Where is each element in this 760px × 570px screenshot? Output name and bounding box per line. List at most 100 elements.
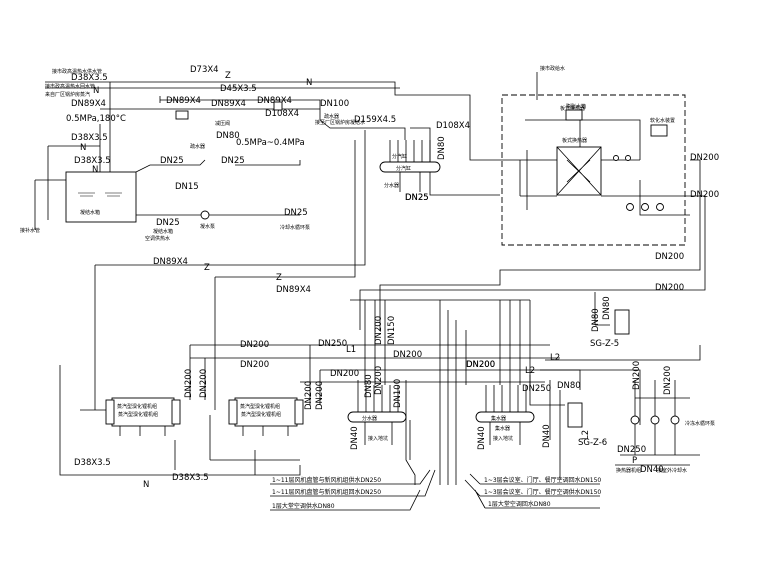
bottom-line-5: 1~3层会议室、门厅、餐厅空调供水DN150	[484, 488, 601, 496]
label-l1: L1	[346, 345, 356, 355]
label-steam-spec: 0.5MPa,180°C	[66, 114, 126, 124]
label-d38-c: D38X3.5	[74, 156, 111, 166]
label-d73x4: D73X4	[190, 65, 219, 75]
label-dn100: DN100	[320, 99, 349, 109]
note-n6: 疏水器	[190, 143, 205, 150]
chilled-water-pump-1	[630, 415, 640, 425]
note-n2: 接市政高温热水回水管	[45, 83, 95, 90]
label-dn200-h3: DN200	[393, 350, 422, 360]
chiller-2-cap-left	[228, 399, 238, 425]
chilled-water-pump-2	[650, 415, 660, 425]
pipe-bottom-outgoing	[270, 469, 600, 511]
pressure-gauge	[613, 155, 619, 161]
steam-header	[379, 161, 441, 173]
label-d38-bot2: D38X3.5	[172, 473, 209, 483]
absorption-chiller-2	[234, 397, 298, 427]
circulation-pump-1	[626, 203, 634, 211]
chiller-2-cap-right	[294, 399, 304, 425]
label-dn25-a: DN25	[160, 156, 184, 166]
label-dn200-l1: DN200	[240, 340, 269, 350]
air-handler-sg-z-6	[567, 402, 583, 428]
collection-header-taps	[485, 385, 527, 445]
steam-trap	[273, 101, 283, 111]
label-d38-b: D38X3.5	[71, 133, 108, 143]
pipe-header-risers	[350, 299, 531, 485]
label-dn89x4-mid: DN89X4	[153, 257, 188, 267]
label-dn40-r: DN40	[477, 426, 487, 450]
heat-exchanger-station-boundary	[501, 94, 686, 246]
label-dn100-m: DN100	[393, 379, 403, 408]
note-makeup: 接补水管	[20, 227, 40, 234]
note-external-hx: 接市政给水	[540, 65, 565, 72]
circulation-pump-2	[641, 203, 649, 211]
softened-water-device	[650, 124, 668, 137]
label-coll-header: 集水器	[491, 415, 506, 422]
label-l2-b: L2	[525, 366, 535, 376]
label-dn89x4-a: DN89X4	[166, 96, 201, 106]
note-n15: 板式换热器	[560, 105, 585, 112]
tank-water-level	[78, 192, 122, 197]
expansion-tank	[565, 109, 583, 121]
note-n21: 接入地坑	[368, 435, 388, 442]
label-dn89x4-l: DN89X4	[71, 99, 106, 109]
label-n-bot: N	[143, 480, 149, 490]
chiller-1-legs	[119, 426, 166, 436]
label-dn200-hx1: DN200	[690, 153, 719, 163]
label-dn80-m2: DN80	[557, 381, 581, 391]
label-press: 0.5MPa~0.4MPa	[236, 138, 305, 148]
label-dn89x4-mid2: DN89X4	[276, 285, 311, 295]
absorption-chiller-1	[111, 397, 175, 427]
note-n9: 凝结水箱	[153, 228, 173, 235]
label-d108x4-a: D108X4	[265, 109, 299, 119]
note-n13: 蒸汽型溴化锂机组	[118, 411, 158, 418]
label-hx: 板式换热器	[562, 137, 587, 144]
label-n-l1: N	[80, 143, 86, 153]
label-dn80-b: DN80	[437, 136, 447, 160]
label-d38-bot: D38X3.5	[74, 458, 111, 468]
note-n23: 换热器机组	[616, 467, 641, 474]
label-dn40-v: DN40	[542, 424, 552, 448]
note-n7: 减压阀	[215, 120, 230, 127]
thermometer	[625, 155, 631, 161]
label-sg-z6: SG-Z-6	[578, 438, 607, 448]
hx-internal-piping	[519, 112, 690, 216]
distribution-header-taps	[357, 380, 399, 445]
label-dn40-l: DN40	[350, 426, 360, 450]
label-z-mid: Z	[204, 263, 210, 273]
steam-header-taps	[389, 140, 431, 192]
circulation-pump-3	[656, 203, 664, 211]
note-n14: 蒸汽型溴化锂机组	[241, 411, 281, 418]
condensate-pump	[200, 210, 210, 220]
note-n4: 接至厂区锅炉房凝结水	[315, 119, 365, 126]
label-dn200-v4: DN200	[315, 381, 325, 410]
label-chiller2: 蒸汽型溴化锂机组	[240, 403, 280, 410]
label-dn25-f: DN25	[405, 193, 429, 203]
label-dn200-v6: DN200	[374, 366, 384, 395]
note-tank: 凝结水箱	[80, 209, 100, 216]
label-dn200-v2: DN200	[199, 369, 209, 398]
label-dn25-c: DN25	[156, 218, 180, 228]
label-dn200-m: DN200	[466, 360, 495, 370]
note-n24: 空调供热水	[145, 235, 170, 242]
label-dn89x4-c: DN89X4	[257, 96, 292, 106]
pipe-tank-outlet	[135, 159, 301, 216]
label-z-top: Z	[225, 71, 231, 81]
chilled-water-pump-3	[670, 415, 680, 425]
note-n22: 接入地坑	[493, 435, 513, 442]
pipe-makeup-water	[34, 145, 100, 230]
label-z-mid2: Z	[276, 273, 282, 283]
label-dn150-v: DN150	[387, 316, 397, 345]
note-n21-top: 冷却水循环泵	[280, 224, 310, 231]
chiller-1-cap-left	[105, 399, 115, 425]
label-d159: D159X4.5	[354, 115, 396, 125]
note-n5: 分水器	[384, 182, 399, 189]
label-dn200-h5: DN200	[330, 369, 359, 379]
bottom-line-1: 1~11层风机盘管与新风机组供水DN250	[272, 476, 381, 484]
chiller-1-cap-right	[171, 399, 181, 425]
label-n-l2: N	[92, 165, 98, 175]
label-dn250-r: DN250	[617, 445, 646, 455]
label-p: P	[632, 456, 637, 466]
pipe-chiller-bottom	[59, 365, 301, 476]
label-dn200-l2: DN200	[240, 360, 269, 370]
